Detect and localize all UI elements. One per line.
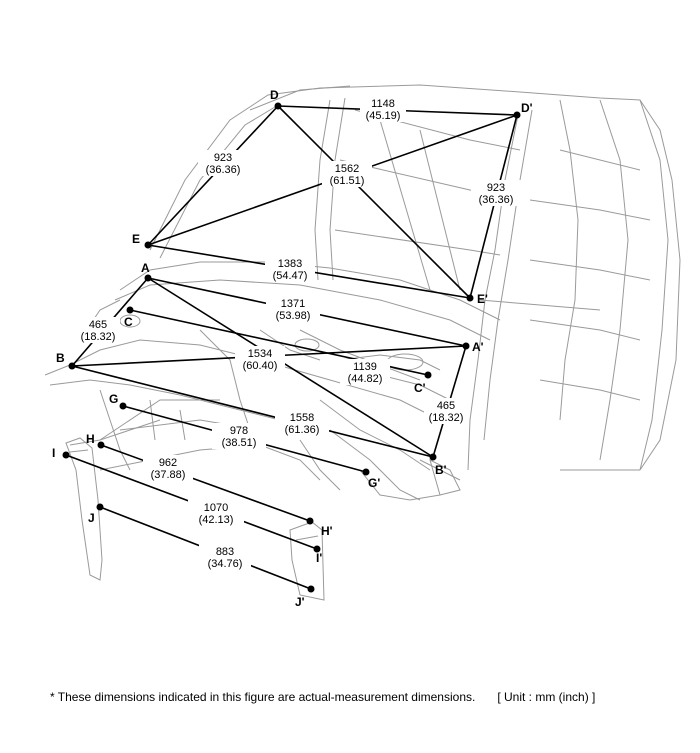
- footnote-text: * These dimensions indicated in this fig…: [50, 690, 476, 704]
- dim-AB2-mm: 1534: [248, 348, 272, 360]
- point-G: [119, 402, 127, 410]
- dim-D2E2-inch: (36.36): [479, 194, 514, 206]
- point-I: [62, 451, 70, 459]
- dim-HH2-inch: (37.88): [151, 469, 186, 481]
- dim-AB2-inch: (60.40): [243, 360, 278, 372]
- dim-A2B2-mm: 465: [437, 400, 455, 412]
- line-B-B2: [71, 365, 434, 458]
- point-E: [144, 241, 152, 249]
- dim-BB2-mm: 1558: [290, 412, 314, 424]
- measurement-lines: [65, 105, 518, 590]
- label-B2: B': [435, 463, 447, 477]
- dim-DE-inch: (36.36): [206, 164, 241, 176]
- point-H: [97, 441, 105, 449]
- label-I: I: [52, 446, 55, 460]
- dim-DD2-mm: 1148: [371, 98, 395, 110]
- body-dimension-diagram: D D' E E' A A' B B' C C' G G' H H' I I' …: [44, 84, 681, 609]
- label-E2: E': [477, 292, 488, 306]
- label-I2: I': [316, 551, 322, 565]
- dim-CC2-inch: (44.82): [348, 373, 383, 385]
- dim-GG2-inch: (38.51): [222, 437, 257, 449]
- dim-DE2-inch: (61.51): [330, 175, 365, 187]
- line-H-H2: [100, 444, 311, 522]
- point-J: [96, 503, 104, 511]
- dim-EE2-inch: (54.47): [273, 270, 308, 282]
- dim-EE2-mm: 1383: [278, 258, 302, 270]
- point-D2: [513, 111, 521, 119]
- line-A-B2: [147, 277, 434, 458]
- label-backgrounds: [76, 96, 521, 570]
- dimension-labels: 1148 (45.19) 923 (36.36) 923 (36.36) 156…: [81, 98, 514, 570]
- point-labels: D D' E E' A A' B B' C C' G G' H H' I I' …: [52, 88, 533, 609]
- point-B: [68, 362, 76, 370]
- dim-II2-mm: 1070: [204, 502, 228, 514]
- point-E2: [466, 294, 474, 302]
- label-D: D: [270, 88, 279, 102]
- dim-JJ2-inch: (34.76): [208, 558, 243, 570]
- label-A2: A': [472, 340, 484, 354]
- label-C2: C': [414, 381, 426, 395]
- dim-D2E2-mm: 923: [487, 182, 505, 194]
- point-A: [144, 274, 152, 282]
- label-G: G: [109, 392, 118, 406]
- label-H2: H': [321, 524, 333, 538]
- label-H: H: [86, 432, 95, 446]
- dim-AB-mm: 465: [89, 319, 107, 331]
- point-A2: [462, 342, 470, 350]
- point-G2: [362, 468, 370, 476]
- dim-DE-mm: 923: [214, 152, 232, 164]
- label-C: C: [124, 315, 133, 329]
- point-C: [126, 306, 134, 314]
- measurement-points: [62, 102, 521, 593]
- point-D: [274, 102, 282, 110]
- line-D-E2: [277, 105, 471, 299]
- point-B2: [429, 453, 437, 461]
- unit-note: [ Unit : mm (inch) ]: [497, 690, 596, 704]
- point-C2: [424, 371, 432, 379]
- line-D2-E2: [469, 114, 518, 299]
- dim-II2-inch: (42.13): [199, 514, 234, 526]
- label-G2: G': [368, 476, 380, 490]
- dim-JJ2-mm: 883: [216, 546, 234, 558]
- dim-AA2-mm: 1371: [281, 298, 305, 310]
- dim-BB2-inch: (61.36): [285, 424, 320, 436]
- point-H2: [306, 517, 314, 525]
- point-I2: [313, 545, 321, 553]
- label-D2: D': [521, 101, 533, 115]
- dim-DD2-inch: (45.19): [366, 110, 401, 122]
- dim-AB-inch: (18.32): [81, 331, 116, 343]
- point-J2: [307, 585, 315, 593]
- dim-AA2-inch: (53.98): [276, 310, 311, 322]
- dim-A2B2-inch: (18.32): [429, 412, 464, 424]
- label-E: E: [132, 232, 140, 246]
- dim-CC2-mm: 1139: [353, 361, 377, 373]
- label-J: J: [88, 511, 95, 525]
- dim-DE2-mm: 1562: [335, 163, 359, 175]
- label-J2: J': [295, 595, 305, 609]
- label-B: B: [56, 351, 65, 365]
- dim-HH2-mm: 962: [159, 457, 177, 469]
- label-A: A: [141, 261, 150, 275]
- footnote: * These dimensions indicated in this fig…: [50, 690, 595, 704]
- dim-GG2-mm: 978: [230, 425, 248, 437]
